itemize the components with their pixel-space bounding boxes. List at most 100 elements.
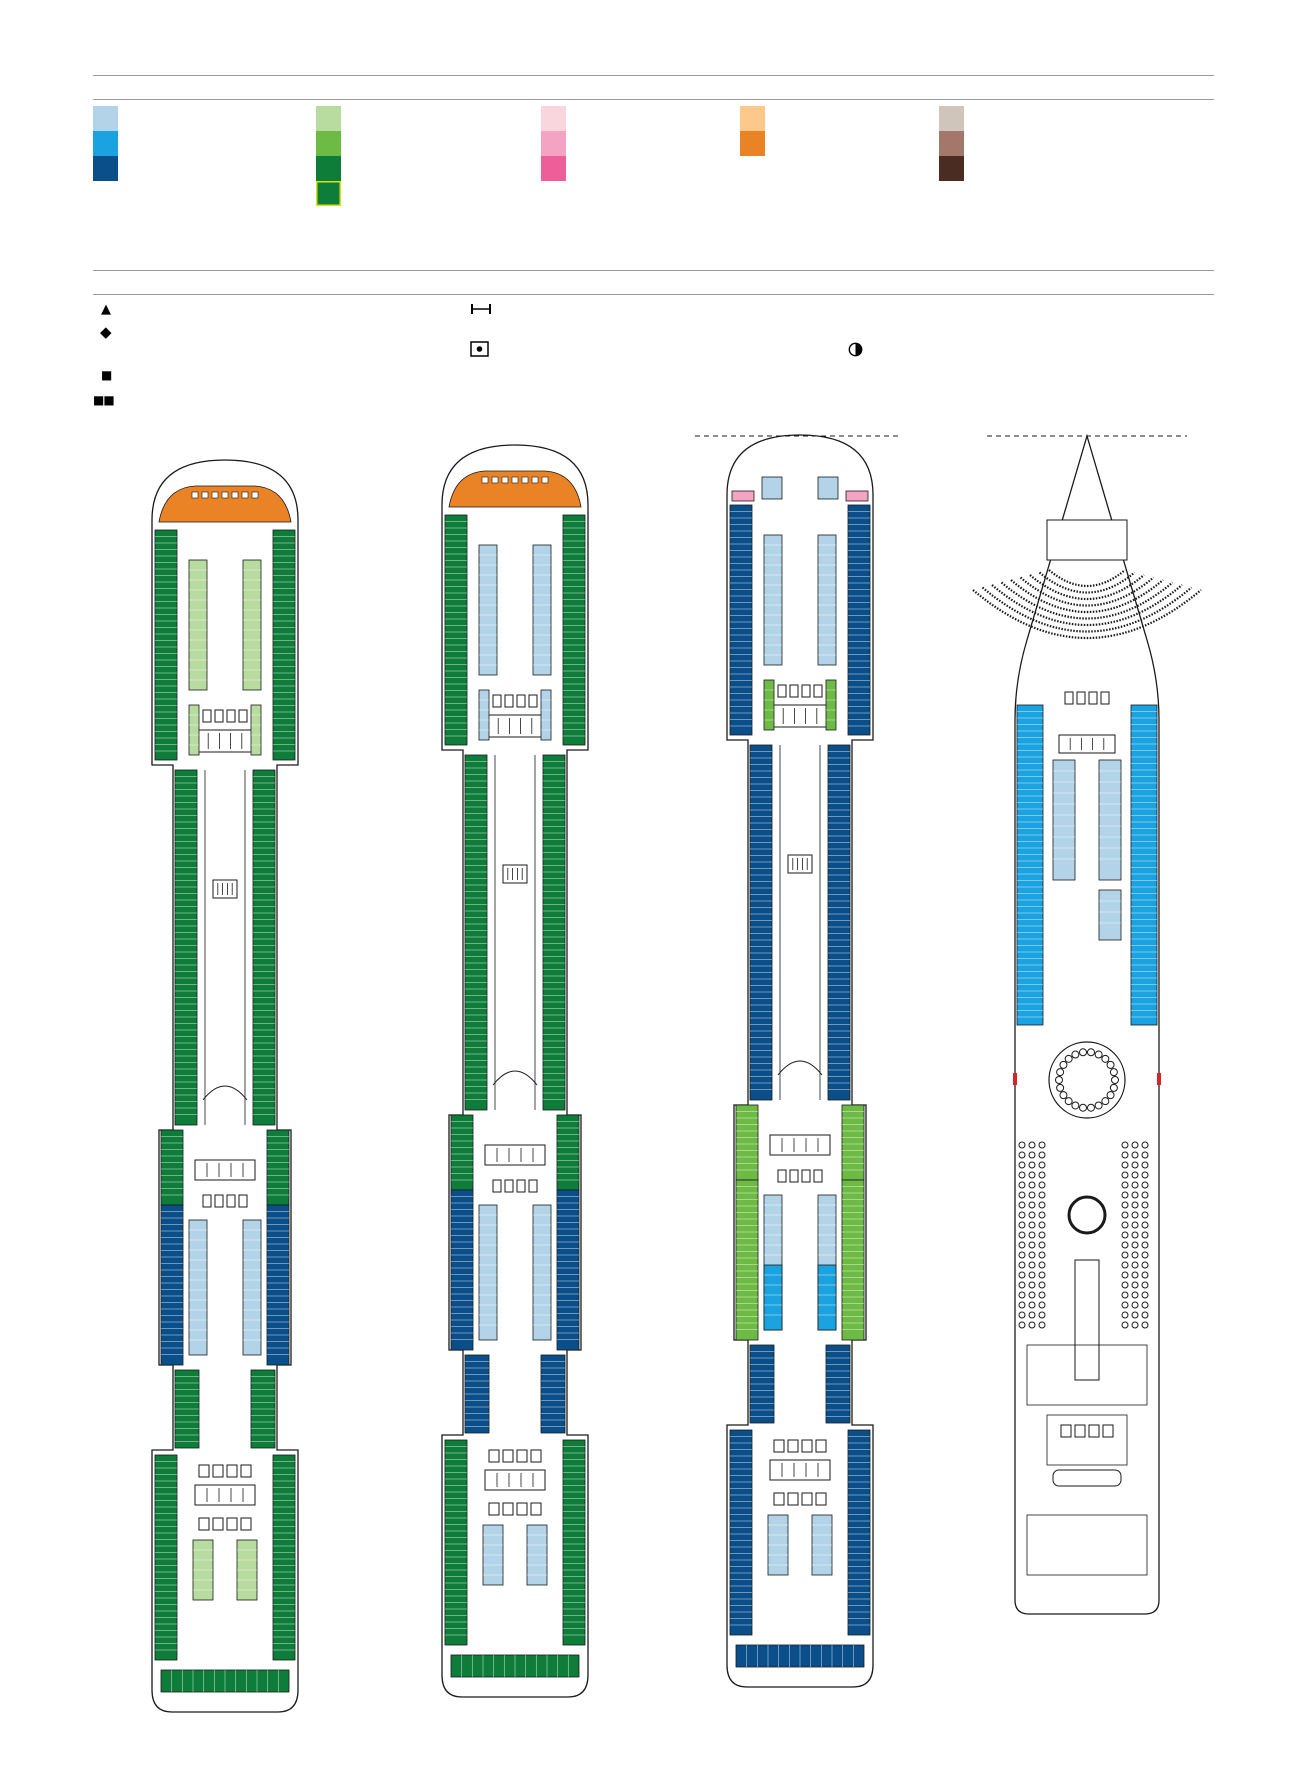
inner-cabins xyxy=(1098,889,1122,941)
square-icon: ■ xyxy=(101,368,113,382)
bow-suite xyxy=(761,476,783,500)
starboard-cabins-midship xyxy=(827,744,851,1101)
swatch-dark-blue xyxy=(93,156,118,181)
bow-suite-pink xyxy=(731,490,755,502)
starboard-cabins-aft-mid xyxy=(266,1204,290,1366)
inner-cabins xyxy=(1052,759,1076,881)
hull-outline xyxy=(1014,433,1160,1615)
port-cabins-hub xyxy=(160,1129,184,1206)
port-cabins-hub xyxy=(735,1104,759,1181)
legend-bottom-rule xyxy=(93,270,1214,271)
inner-cabins-forward-2 xyxy=(540,689,552,741)
inner-cabins-forward-2 xyxy=(250,704,262,756)
port-cabins-aft-mid xyxy=(735,1179,759,1341)
bow-suite xyxy=(817,476,839,500)
inner-cabins-accent xyxy=(817,1264,837,1331)
stairwell xyxy=(769,1134,831,1156)
deck-plan-4 xyxy=(972,433,1202,1615)
port-cabins-aft xyxy=(444,1439,468,1646)
stairwell xyxy=(486,714,544,738)
port-cabins-hub xyxy=(450,1114,474,1191)
port-cabins-aft xyxy=(154,1454,178,1661)
swatch-light-pink xyxy=(541,106,566,131)
starboard-cabins-aft xyxy=(562,1439,586,1646)
starboard-cabins-midship xyxy=(542,754,566,1111)
port-cabins-midship xyxy=(749,744,773,1101)
deck-plan-3 xyxy=(726,434,874,1688)
starboard-cabins-forward xyxy=(272,529,296,761)
stairwell xyxy=(194,1484,256,1506)
port-cabins-aft xyxy=(729,1429,753,1636)
atrium-arch xyxy=(202,1085,248,1101)
elevator-bank xyxy=(1064,691,1110,705)
stairwell xyxy=(1058,734,1116,754)
elevator-bank xyxy=(773,1492,827,1506)
port-cabins-aft-mid xyxy=(160,1204,184,1366)
port-cabins-midship xyxy=(174,769,198,1126)
aft-service-rooms xyxy=(1026,1344,1148,1576)
deck-plan-2 xyxy=(441,444,589,1698)
bow-suite-pink xyxy=(845,490,869,502)
elevator-bank xyxy=(202,1194,248,1208)
starboard-cabins-aft xyxy=(847,1429,871,1636)
starboard-cabins-midship xyxy=(252,769,276,1126)
deck-plan-1 xyxy=(151,459,299,1713)
port-cabins-forward xyxy=(729,504,753,736)
inner-cabins-aft-mid xyxy=(532,1204,552,1341)
elevator-bank xyxy=(777,1169,823,1183)
inner-cabins-aft-mid xyxy=(478,1204,498,1341)
stairwell xyxy=(196,729,254,753)
triangle-icon: ▲ xyxy=(101,302,111,317)
bow-suites xyxy=(448,470,582,508)
red-marker xyxy=(1157,1073,1161,1085)
elevator-bank xyxy=(198,1464,252,1478)
swatch-dark-green-outlined xyxy=(316,181,341,206)
stairwell xyxy=(771,704,829,728)
swatch-mid-pink xyxy=(541,131,566,156)
atrium-lounge xyxy=(1048,1041,1126,1235)
legend-divider-rule xyxy=(93,99,1214,100)
inner-cabins-aft-mid xyxy=(242,1219,262,1356)
stairwell xyxy=(484,1469,546,1491)
atrium-arch xyxy=(492,1070,538,1086)
swatch-mid-blue xyxy=(93,131,118,156)
stairwell xyxy=(787,854,813,874)
port-cabins-forward xyxy=(154,529,178,761)
swatch-dark-pink xyxy=(541,156,566,181)
elevator-bank xyxy=(777,684,823,698)
elevator-bank xyxy=(773,1439,827,1453)
stairwell xyxy=(1052,1469,1122,1487)
diamond-icon: ◆ xyxy=(100,323,112,341)
inner-cabins-forward xyxy=(763,534,783,666)
inner-cabins-forward xyxy=(242,559,262,691)
elevator-bank xyxy=(198,1517,252,1531)
starboard-cabins-hub xyxy=(841,1104,865,1181)
starboard-cabins-aft-mid xyxy=(841,1179,865,1341)
stairwell xyxy=(212,879,238,899)
red-marker xyxy=(1013,1073,1017,1085)
starboard-cabins-forward xyxy=(847,504,871,736)
atrium-arch xyxy=(777,1060,823,1076)
inner-cabins-aft-mid xyxy=(188,1219,208,1356)
swatch-dark-orange xyxy=(740,131,765,156)
inner-cabins-forward xyxy=(188,559,208,691)
starboard-cabins-forward xyxy=(562,514,586,746)
starboard-cabins-aft-mid xyxy=(556,1189,580,1351)
swatch-light-green xyxy=(316,106,341,131)
inner-cabins-forward-2 xyxy=(825,679,837,731)
inner-cabins-forward xyxy=(478,544,498,676)
elevator-bank xyxy=(1060,1424,1114,1438)
stairwell xyxy=(502,864,528,884)
inner-cabins-forward-2 xyxy=(188,704,200,756)
inner-cabins-accent xyxy=(763,1264,783,1331)
swatch-light-brown xyxy=(939,106,964,131)
double-square-icon: ■■ xyxy=(93,393,115,407)
inner-cabins-forward xyxy=(817,534,837,666)
port-cabins xyxy=(1016,704,1044,1026)
theatre xyxy=(972,519,1202,639)
elevator-bank xyxy=(492,1179,538,1193)
port-cabins-midship xyxy=(464,754,488,1111)
inner-cabins-forward xyxy=(532,544,552,676)
swatch-dark-green xyxy=(316,156,341,181)
port-cabins-aft-mid xyxy=(450,1189,474,1351)
